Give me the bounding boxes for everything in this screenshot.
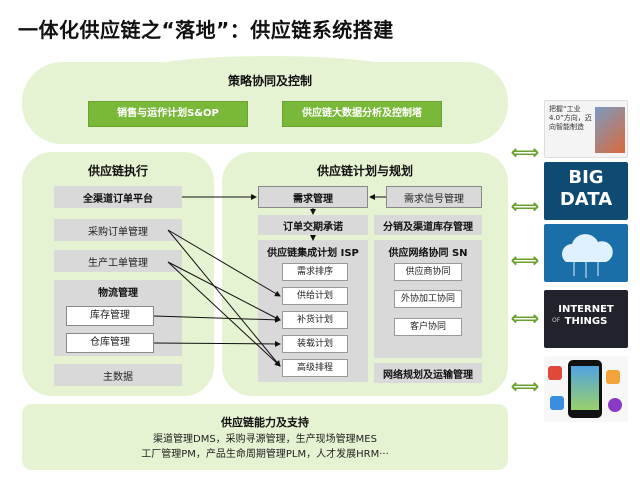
order-platform-label: 全渠道订单平台 [83, 194, 153, 205]
internet-of-things-thumbnail: INTERNET OF THINGS [544, 290, 628, 348]
capability-line-2: 工厂管理PM，产品生命周期管理PLM，人才发展HRM··· [141, 449, 389, 460]
sop-button[interactable]: 销售与运作计划S&OP [88, 101, 248, 127]
app-icon [608, 398, 622, 412]
double-arrow-icon: ⟺ [510, 374, 540, 398]
app-icon [550, 396, 564, 410]
sn-item-outsourcing-collab[interactable]: 外协加工协同 [394, 290, 462, 308]
master-data-label: 主数据 [103, 372, 133, 383]
sn-item-supplier-collab[interactable]: 供应商协同 [394, 263, 462, 281]
smartphone-icon [568, 360, 602, 418]
double-arrow-icon: ⟺ [510, 140, 540, 164]
strategy-cloud-bump [140, 56, 400, 86]
industry-collage-icon [595, 107, 625, 153]
industry-4-0-caption: 把握“工业4.0”方向，迈向智能制造 [549, 105, 592, 131]
purchase-order-box[interactable] [54, 219, 182, 241]
double-arrow-icon: ⟺ [510, 194, 540, 218]
capability-line-1: 渠道管理DMS，采购寻源管理，生产现场管理MES [153, 434, 377, 445]
isp-item-supply-plan[interactable]: 供给计划 [282, 287, 348, 305]
distribution-inventory-box[interactable] [374, 215, 482, 235]
cloud-computing-thumbnail [544, 224, 628, 282]
distribution-inventory-label: 分销及渠道库存管理 [383, 222, 473, 233]
strategy-title: 策略协同及控制 [227, 74, 312, 88]
iot-line1: INTERNET [558, 304, 614, 315]
app-icon [548, 366, 562, 380]
demand-signal-box[interactable] [386, 186, 482, 208]
big-data-control-tower-button[interactable]: 供应链大数据分析及控制塔 [282, 101, 442, 127]
network-planning-label: 网络规划及运输管理 [383, 370, 473, 381]
demand-mgmt-label: 需求管理 [293, 194, 333, 205]
big-data-line1: BIG [568, 167, 604, 188]
isp-title: 供应链集成计划 ISP [267, 248, 359, 259]
big-data-thumbnail: BIG DATA [544, 162, 628, 220]
inventory-mgmt-box[interactable]: 库存管理 [66, 306, 154, 326]
industry-4-0-thumbnail: 把握“工业4.0”方向，迈向智能制造 [544, 100, 628, 158]
capability-title: 供应链能力及支持 [221, 416, 309, 429]
execution-title: 供应链执行 [87, 164, 148, 178]
order-platform-box[interactable] [54, 186, 182, 208]
network-planning-box[interactable] [374, 363, 482, 383]
app-icon [606, 370, 620, 384]
production-order-box[interactable] [54, 250, 182, 272]
order-promise-box[interactable] [258, 215, 368, 235]
big-data-line2: DATA [559, 189, 613, 210]
isp-item-replenishment-plan[interactable]: 补货计划 [282, 311, 348, 329]
demand-signal-label: 需求信号管理 [404, 194, 464, 205]
page-title: 一体化供应链之“落地”：供应链系统搭建 [18, 18, 394, 42]
isp-item-demand-sorting[interactable]: 需求排序 [282, 263, 348, 281]
cloud-icon [562, 234, 613, 278]
isp-item-loading-plan[interactable]: 装载计划 [282, 335, 348, 353]
capability-panel [22, 404, 508, 470]
demand-mgmt-box[interactable] [258, 186, 368, 208]
iot-prefix: OF [552, 317, 561, 324]
master-data-box[interactable] [54, 364, 182, 386]
mobile-apps-thumbnail [544, 356, 628, 422]
planning-title: 供应链计划与规划 [316, 164, 413, 178]
iot-line2: THINGS [564, 316, 608, 327]
sn-item-customer-collab[interactable]: 客户协同 [394, 318, 462, 336]
order-promise-label: 订单交期承诺 [283, 222, 343, 233]
sn-title: 供应网络协同 SN [388, 248, 468, 259]
purchase-order-label: 采购订单管理 [88, 227, 148, 238]
logistics-title: 物流管理 [98, 288, 138, 299]
warehouse-mgmt-box[interactable]: 仓库管理 [66, 333, 154, 353]
double-arrow-icon: ⟺ [510, 306, 540, 330]
isp-item-advanced-scheduling[interactable]: 高级排程 [282, 359, 348, 377]
production-order-label: 生产工单管理 [88, 258, 148, 269]
double-arrow-icon: ⟺ [510, 248, 540, 272]
